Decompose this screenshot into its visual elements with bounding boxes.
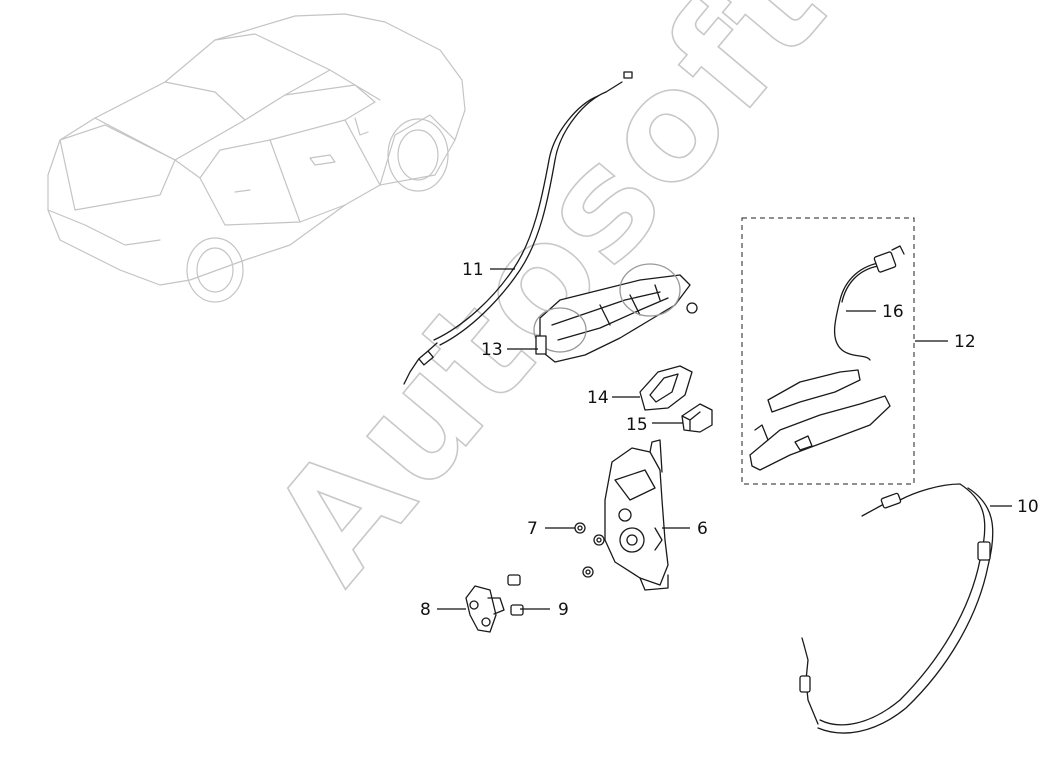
part-11-cable xyxy=(403,71,633,385)
callout-13: 13 xyxy=(481,340,503,360)
part-12-group-box xyxy=(741,217,915,485)
part-16-sensor-lead xyxy=(833,245,905,361)
callout-15: 15 xyxy=(626,415,648,435)
callout-6: 6 xyxy=(697,519,708,539)
callout-10: 10 xyxy=(1017,497,1039,517)
part-14-bezel xyxy=(639,365,693,411)
callout-7: 7 xyxy=(527,519,538,539)
part-15-cap xyxy=(681,403,713,433)
part-7-bolts xyxy=(574,522,605,578)
part-13-handle-frame xyxy=(533,263,698,363)
leader-lines xyxy=(437,268,1012,610)
callout-8: 8 xyxy=(420,600,431,620)
part-12-outer-handle xyxy=(749,369,891,471)
callout-16: 16 xyxy=(882,302,904,322)
callout-11: 11 xyxy=(462,260,484,280)
part-10-cable xyxy=(799,483,994,734)
callout-labels: 11 13 14 15 7 6 8 9 10 12 16 xyxy=(420,260,1039,620)
part-6-latch xyxy=(604,439,669,591)
part-8-striker xyxy=(465,585,505,633)
callout-14: 14 xyxy=(587,388,609,408)
callout-12: 12 xyxy=(954,332,976,352)
vehicle-outline xyxy=(47,13,466,303)
watermark-text: Autosoft xyxy=(239,0,860,613)
callout-9: 9 xyxy=(558,600,569,620)
part-9-screws xyxy=(507,574,524,616)
